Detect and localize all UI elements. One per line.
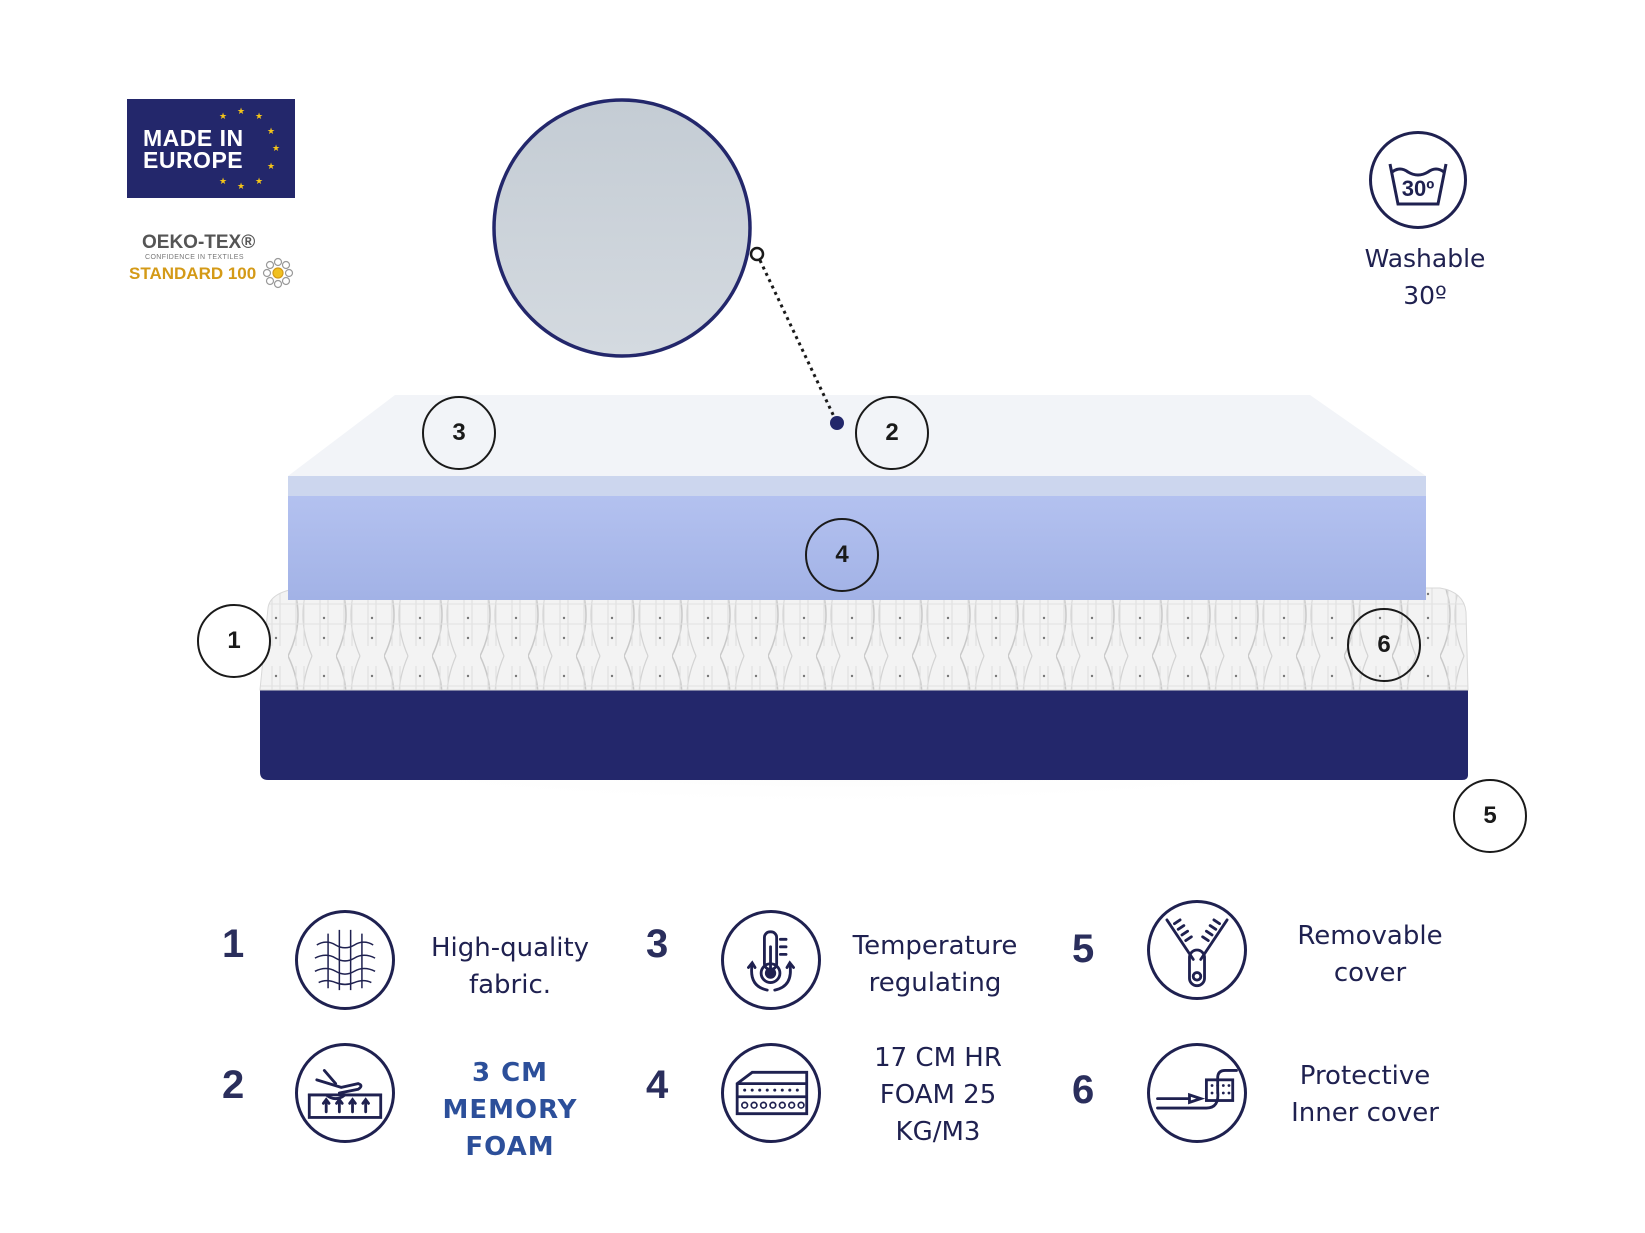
legend-1-line-1: High-quality: [430, 933, 590, 963]
washable-line-1: Washable: [1364, 244, 1486, 273]
legend-label-2: 3 CM MEMORY FOAM: [400, 1055, 620, 1166]
svg-text:★: ★: [272, 144, 280, 154]
legend-3-line-2: regulating: [868, 968, 1002, 998]
legend-4-line-2: FOAM 25: [879, 1080, 997, 1110]
callout-4: 4: [805, 518, 879, 592]
svg-text:★: ★: [255, 112, 263, 122]
svg-text:★: ★: [237, 182, 245, 192]
svg-text:★: ★: [219, 177, 227, 187]
legend-6-line-1: Protective: [1299, 1061, 1431, 1091]
zipper-icon: [1147, 900, 1247, 1000]
svg-text:★: ★: [255, 177, 263, 187]
wash-temp-label: 30º: [1401, 176, 1435, 201]
callout-5: 5: [1453, 779, 1527, 853]
europe-text: EUROPE: [143, 147, 244, 173]
fabric-weave-icon: [295, 910, 395, 1010]
mattress-base: [260, 688, 1468, 780]
legend-number-1: 1: [222, 922, 245, 966]
legend-6-line-2: Inner cover: [1291, 1098, 1439, 1128]
quilted-cover-layer: [260, 588, 1468, 690]
made-in-europe-badge: ★ ★ ★ ★ ★ ★ ★ ★ ★ MADE IN EUROPE: [127, 99, 295, 198]
legend-label-1: High-quality fabric.: [410, 930, 610, 1004]
washable-text: Washable 30º: [1350, 240, 1500, 314]
legend-number-4: 4: [646, 1063, 669, 1107]
oeko-tex-tagline: CONFIDENCE IN TEXTILES: [145, 254, 244, 261]
mattress-illustration: [220, 98, 1469, 880]
legend-2-line-2: FOAM: [465, 1132, 555, 1162]
oeko-tex-standard: STANDARD 100: [129, 264, 257, 283]
callout-3: 3: [422, 396, 496, 470]
legend-4-line-1: 17 CM HR: [874, 1043, 1002, 1073]
legend-number-5: 5: [1072, 927, 1095, 971]
legend-4-line-3: KG/M3: [895, 1117, 981, 1147]
legend-number-3: 3: [646, 922, 669, 966]
zoom-connector-line: [755, 253, 839, 424]
svg-text:★: ★: [219, 112, 227, 122]
inner-cover-icon: [1147, 1043, 1247, 1143]
legend-label-5: Removable cover: [1270, 918, 1470, 992]
legend-number-2: 2: [222, 1063, 245, 1107]
svg-text:★: ★: [267, 162, 275, 172]
zoom-anchor-dot: [830, 416, 844, 430]
legend-1-line-2: fabric.: [468, 970, 552, 1000]
legend-label-6: Protective Inner cover: [1265, 1058, 1465, 1132]
svg-text:★: ★: [267, 127, 275, 137]
topper-edge: [288, 476, 1426, 496]
legend-3-line-1: Temperature: [852, 931, 1018, 961]
callout-2: 2: [855, 396, 929, 470]
oeko-flower-icon: [262, 257, 294, 289]
thermometer-icon: [721, 910, 821, 1010]
legend-number-6: 6: [1072, 1068, 1095, 1112]
legend-5-line-1: Removable: [1297, 921, 1443, 951]
memory-foam-hand-icon: [295, 1043, 395, 1143]
oeko-tex-name: OEKO-TEX®: [142, 232, 256, 253]
legend-2-line-1: 3 CM MEMORY: [442, 1058, 578, 1125]
legend-5-line-2: cover: [1333, 958, 1407, 988]
svg-text:★: ★: [237, 107, 245, 117]
washable-line-2: 30º: [1403, 281, 1447, 310]
zoom-detail-circle: [492, 98, 752, 358]
foam-layers-icon: [721, 1043, 821, 1143]
callout-6: 6: [1347, 608, 1421, 682]
legend-label-3: Temperature regulating: [835, 928, 1035, 1002]
eu-stars-icon: ★ ★ ★ ★ ★ ★ ★ ★ ★: [219, 107, 280, 192]
made-in-text: MADE IN: [143, 125, 244, 151]
oeko-tex-badge: OEKO-TEX® CONFIDENCE IN TEXTILES STANDAR…: [128, 232, 296, 292]
wash-30-icon: 30º: [1369, 131, 1467, 229]
legend-label-4: 17 CM HR FOAM 25 KG/M3: [838, 1040, 1038, 1151]
callout-1: 1: [197, 604, 271, 678]
